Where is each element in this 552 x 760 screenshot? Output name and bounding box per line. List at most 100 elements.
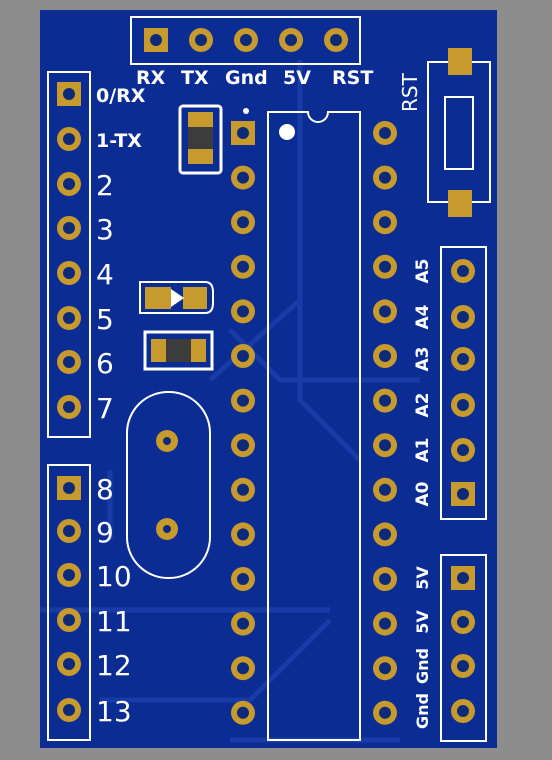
smd-capacitor-outline [178,104,223,175]
dip-pin [231,611,255,636]
header-pin [57,127,81,151]
pin-label: 5V [413,610,432,634]
header-pin [451,347,475,371]
pin-label: 13 [96,695,132,728]
header-pin [451,699,475,723]
analog-header-outline [440,246,487,520]
dip-pin [373,477,397,502]
smd-led [139,281,214,314]
dip-pin [373,611,397,636]
header-pin [451,566,475,590]
header-pin [57,216,81,240]
top-header-outline [130,16,361,65]
left-header-lower: 8 9 10 11 12 13 [47,464,132,741]
dip-pin [373,121,397,145]
crystal-oscillator [126,391,211,579]
dip-pin [231,121,255,145]
header-pin [451,438,475,462]
pin-label: 12 [96,649,132,682]
left-header-upper-outline [47,71,91,438]
pin-label: 2 [96,169,114,202]
dip-ic-pin1-dot [279,124,295,140]
smd-capacitor-pad-top [188,112,213,127]
header-pin [57,519,81,543]
header-pin [144,28,168,52]
pin-label: 3 [96,213,114,246]
polarity-dot [243,108,249,114]
smd-resistor-pad-left [151,339,166,362]
pin-label: A2 [413,393,433,418]
dip-pin [373,254,397,279]
reset-switch-label: RST [398,72,422,112]
pin-label: 10 [96,560,132,593]
dip-pin [231,165,255,190]
smd-led-pad-left [145,287,171,309]
smd-led-arrow [171,289,184,307]
dip-pin [373,700,397,725]
dip-pin [373,522,397,547]
header-pin [451,482,475,506]
smd-led-outline [139,281,214,314]
header-pin [57,172,81,196]
dip-pin [231,210,255,235]
header-pin [57,350,81,374]
header-pin [57,82,81,106]
dip-pin [373,210,397,235]
pin-label: RST [332,67,373,89]
reset-switch-inner [444,96,474,170]
pin-label: 1-TX [96,130,142,152]
header-pin [451,305,475,329]
smd-resistor-outline [143,330,214,371]
left-header-lower-outline [47,464,91,741]
pin-label: 8 [96,473,114,506]
copper-traces [40,60,420,743]
header-pin [57,563,81,587]
pin-label: 11 [96,605,132,638]
dip-pin [373,567,397,591]
pin-label: 4 [96,258,114,291]
reset-switch[interactable]: RST [398,48,491,217]
dip-pin [231,299,255,324]
header-pin [234,28,258,52]
header-pin [451,259,475,283]
crystal-pin [156,430,178,452]
dip-pin [373,433,397,458]
dip-ic-outline [267,111,361,741]
header-pin [324,28,348,52]
smd-resistor-body [166,339,191,362]
dip-ic [231,108,397,741]
pin-label: A3 [413,347,433,372]
dip-pin [373,299,397,324]
dip-pin [373,388,397,413]
dip-pin [231,388,255,413]
dip-pin [373,165,397,190]
dip-pin [231,433,255,458]
pin-label: RX [136,67,166,89]
header-pin [57,261,81,285]
pin-label: 5 [96,303,114,336]
header-pin [57,652,81,676]
reset-switch-pad-top [448,48,472,75]
header-pin [189,28,213,52]
pin-label: Gnd [225,67,268,89]
pin-label: Gnd [413,693,432,729]
header-pin [57,698,81,722]
dip-pin [231,567,255,591]
pin-label: A4 [413,304,433,329]
pin-label: 9 [96,516,114,549]
dip-pin [231,344,255,368]
dip-pin [231,477,255,502]
header-pin [279,28,303,52]
dip-pin [373,344,397,368]
crystal-pin [156,518,178,540]
smd-led-pad-right [183,287,207,309]
reset-switch-pad-bottom [448,190,472,217]
smd-resistor [143,330,214,371]
pin-label: A0 [413,481,433,506]
smd-resistor-pad-right [191,339,206,362]
header-pin [451,654,475,678]
pin-label: 5V [283,67,311,89]
